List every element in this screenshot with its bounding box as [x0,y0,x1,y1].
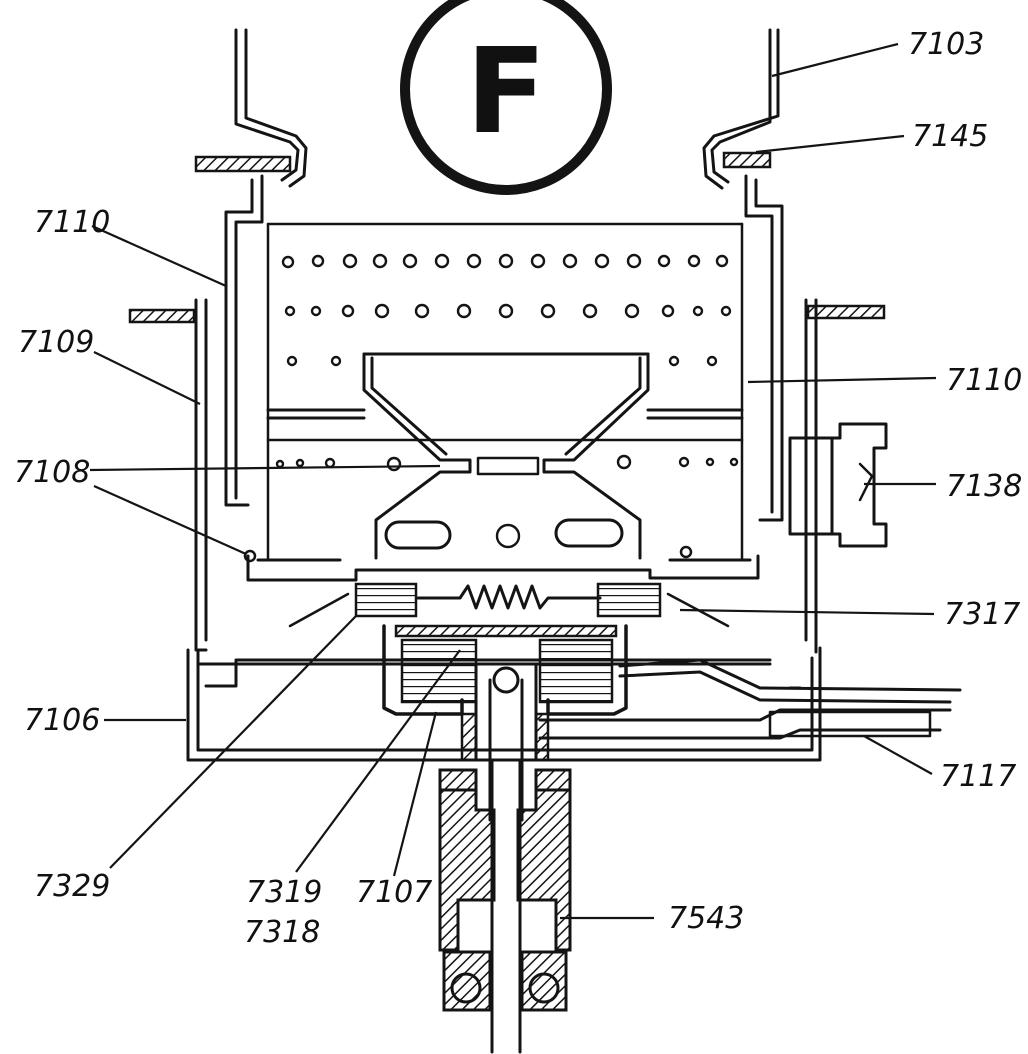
upper-chimney [234,28,780,190]
badge-circle [400,0,612,195]
outer-housing [186,646,822,762]
label-7318: 7318 [244,915,320,950]
label-7109: 7109 [18,325,94,360]
label-7138: 7138 [946,469,1022,504]
label-7110-left: 7110 [34,205,110,240]
label-7329: 7329 [34,869,110,904]
label-7145: 7145 [912,119,988,154]
flange-right [722,151,772,169]
burner-chamber [194,174,818,654]
slot-right [554,518,624,548]
label-7107: 7107 [356,875,432,910]
label-7317: 7317 [944,597,1020,632]
badge-letter: F [466,22,547,160]
shelf-left [128,308,196,324]
thermo-spring [288,582,730,628]
label-7543: 7543 [668,901,744,936]
flange-plates [128,151,886,324]
part-labels: 7103 7145 7110 7109 7110 7108 7138 7317 … [14,27,1022,950]
burner-perforations [275,253,739,550]
leader-lines [89,42,937,920]
valve-stem [438,662,572,1054]
label-7117: 7117 [940,759,1016,794]
flange-left [194,155,292,173]
label-7108: 7108 [14,455,90,490]
label-7319: 7319 [246,875,322,910]
gas-pipes [538,658,962,740]
label-7110-right: 7110 [946,363,1022,398]
f-badge: F [400,0,612,195]
side-connector [788,422,888,548]
shelf-right [806,304,886,320]
inner-funnel [266,352,744,560]
base-plate [243,545,760,582]
label-7103: 7103 [908,27,984,62]
label-7106: 7106 [24,703,100,738]
slot-left [384,520,452,550]
thermostat-cup [382,624,628,716]
